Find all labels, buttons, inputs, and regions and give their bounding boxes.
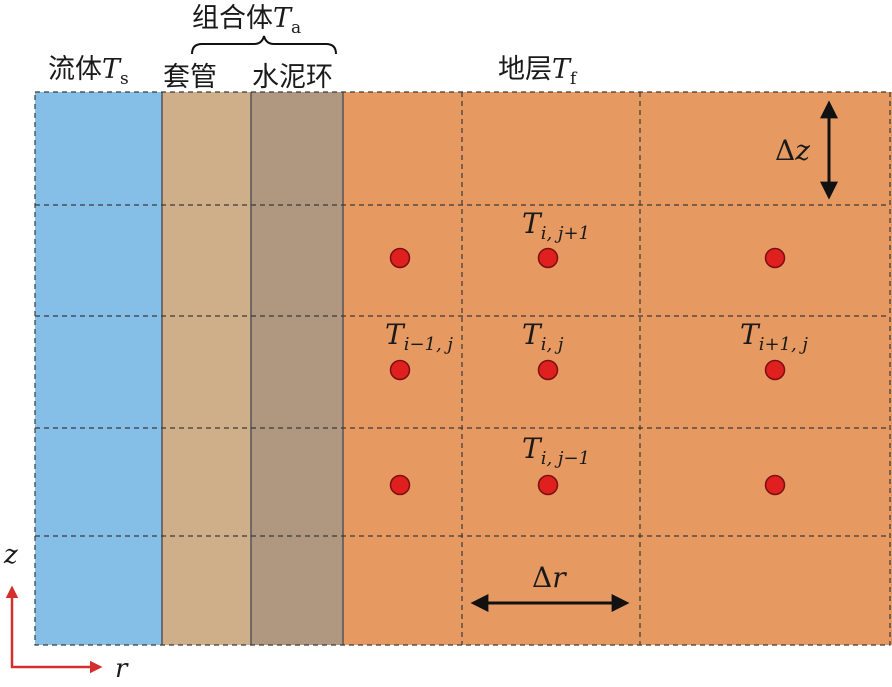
cement-layer — [251, 92, 343, 645]
node-label-left: Ti−1, j — [385, 318, 453, 355]
casing-label: 套管 — [163, 62, 217, 93]
fluid-label: 流体Ts — [48, 54, 129, 89]
assembly-label: 组合体Ta — [192, 3, 301, 38]
node-label-center: Ti, j — [522, 318, 564, 355]
r-axis-label: r — [115, 654, 129, 684]
casing-layer — [162, 92, 251, 645]
node-point — [389, 474, 411, 496]
formation-layer — [343, 92, 892, 645]
node-point — [537, 359, 559, 381]
node-point — [537, 247, 559, 269]
dz-label: Δz — [775, 134, 810, 167]
grid-lines — [34, 91, 891, 646]
grid-nodes — [389, 247, 786, 496]
node-label-right: Ti+1, j — [740, 318, 808, 355]
layer-boundaries — [161, 92, 344, 645]
assembly-brace — [191, 35, 337, 55]
node-point — [537, 474, 559, 496]
formation-label: 地层Tf — [498, 54, 578, 89]
node-point — [764, 247, 786, 269]
node-point — [764, 474, 786, 496]
node-point — [764, 359, 786, 381]
node-point — [389, 359, 411, 381]
node-label-bottom: Ti, j−1 — [522, 432, 590, 469]
node-label-top: Ti, j+1 — [522, 207, 590, 244]
fluid-layer — [35, 92, 162, 645]
axes-indicator: z r — [3, 540, 129, 684]
cement-label: 水泥环 — [252, 62, 333, 93]
node-point — [389, 247, 411, 269]
z-axis-label: z — [3, 540, 18, 570]
dr-label: Δr — [532, 561, 567, 594]
